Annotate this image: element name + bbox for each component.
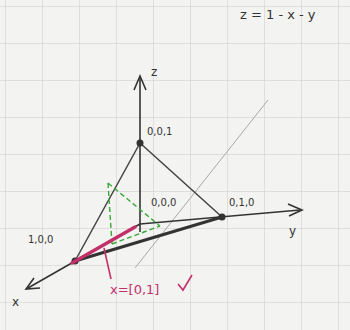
arrow-head [288, 204, 302, 216]
interval-label: x=[0,1] [110, 283, 159, 297]
arrow-head [134, 76, 146, 90]
plane-edge [75, 217, 222, 261]
axis-label: z [151, 66, 157, 79]
point-label: 0,0,0 [151, 197, 176, 208]
axis-label: y [289, 225, 296, 238]
vertex [137, 140, 144, 147]
interval-segment [72, 227, 135, 263]
projection-lines [108, 183, 160, 244]
equation-label: z = 1 - x - y [240, 8, 316, 22]
vertex [219, 214, 226, 221]
construction-line [135, 100, 268, 268]
leader-line [104, 248, 111, 279]
point-label: 0,0,1 [147, 126, 172, 137]
x-axis [28, 224, 140, 288]
point-label: 1,0,0 [28, 234, 53, 245]
axis-label: x [12, 296, 19, 309]
y-axis [140, 210, 300, 224]
plane-triangle [75, 143, 222, 261]
point-label: 0,1,0 [229, 197, 254, 208]
check-mark [178, 275, 192, 290]
arrow-head [26, 278, 40, 289]
